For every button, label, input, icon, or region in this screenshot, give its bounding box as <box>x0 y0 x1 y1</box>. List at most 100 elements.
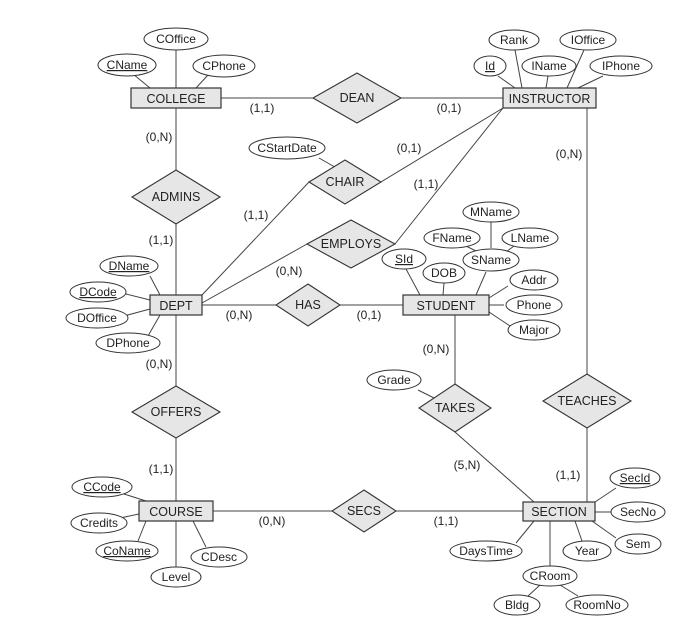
svg-text:DCode: DCode <box>79 285 117 299</box>
svg-text:RoomNo: RoomNo <box>573 598 621 612</box>
entity-instructor: INSTRUCTOR <box>502 87 597 109</box>
svg-text:Id: Id <box>485 59 495 73</box>
attribute-dphone: DPhone <box>95 332 161 354</box>
svg-text:DaysTime: DaysTime <box>459 544 513 558</box>
attribute-dob: DOB <box>422 262 466 284</box>
attribute-cname-key: CName <box>97 53 157 77</box>
edge-dept-dname <box>149 275 161 296</box>
edge-student-sname <box>475 271 487 296</box>
svg-text:Major: Major <box>519 323 549 337</box>
attribute-ccode-key: CCode <box>71 476 133 498</box>
entity-student: STUDENT <box>402 294 490 316</box>
attribute-sid-key: SId <box>381 248 427 270</box>
edge-college-cname <box>132 73 151 89</box>
entity-section: SECTION <box>522 501 596 522</box>
attribute-bldg: Bldg <box>493 594 541 616</box>
edge-croom-bldg <box>527 584 541 597</box>
svg-text:CCode: CCode <box>83 480 121 494</box>
cardinality-course-secs: (0,N) <box>259 514 286 528</box>
attribute-addr: Addr <box>509 269 559 291</box>
cardinality-instructor-teaches: (0,N) <box>556 147 583 161</box>
cardinality-student-has: (0,1) <box>357 308 382 322</box>
relationship-offers: OFFERS <box>130 385 222 439</box>
svg-text:DOB: DOB <box>431 266 457 280</box>
edge-dept-dphone <box>147 314 161 337</box>
attribute-cstartdate: CStartDate <box>248 136 326 160</box>
edge-chair-instructor <box>380 107 504 183</box>
relationship-employs-label: EMPLOYS <box>321 237 381 251</box>
relationship-has-label: HAS <box>295 298 321 312</box>
attribute-iphone: IPhone <box>589 55 653 77</box>
attribute-lname: LName <box>501 227 559 249</box>
entity-instructor-label: INSTRUCTOR <box>509 92 591 106</box>
relationship-admins: ADMINS <box>130 169 222 225</box>
svg-text:COffice: COffice <box>156 32 196 46</box>
edge-section-secid <box>594 487 617 503</box>
svg-text:IName: IName <box>531 59 567 73</box>
cardinality-instructor-employs: (1,1) <box>414 177 439 191</box>
svg-text:Grade: Grade <box>377 373 411 387</box>
svg-text:SId: SId <box>395 252 413 266</box>
relationship-has: HAS <box>274 283 342 327</box>
attribute-croom: CRoom <box>522 565 578 587</box>
attribute-secid-key: SecId <box>609 467 661 489</box>
edge-croom-roomno <box>559 584 579 597</box>
entity-dept-label: DEPT <box>159 299 193 313</box>
relationship-secs: SECS <box>330 489 398 533</box>
attribute-roomno: RoomNo <box>565 594 629 616</box>
cardinality-student-takes: (0,N) <box>423 342 450 356</box>
cardinality-course-offers: (1,1) <box>149 462 174 476</box>
svg-text:IPhone: IPhone <box>602 59 640 73</box>
edges <box>119 49 617 597</box>
attribute-credits: Credits <box>70 512 128 534</box>
attribute-ioffice: IOffice <box>559 29 617 51</box>
cardinality-section-secs: (1,1) <box>434 514 459 528</box>
attribute-major: Major <box>507 319 561 341</box>
svg-text:CName: CName <box>107 58 148 72</box>
cardinality-section-teaches: (1,1) <box>556 468 581 482</box>
relationship-offers-label: OFFERS <box>151 405 202 419</box>
edge-employs-instructor <box>394 107 504 245</box>
edge-instructor-iphone <box>577 75 604 89</box>
relationship-takes: TAKES <box>418 383 492 433</box>
edge-student-dob <box>442 282 445 296</box>
relationship-admins-label: ADMINS <box>152 190 201 204</box>
edge-course-ccode <box>123 493 147 502</box>
cardinality-labels: (1,1) (0,1) (0,N) (1,1) (0,1) (1,1) (1,1… <box>146 101 583 528</box>
svg-text:LName: LName <box>511 231 550 245</box>
edge-student-major <box>488 311 511 327</box>
edge-instructor-rank <box>514 49 523 89</box>
edge-section-year <box>574 520 583 542</box>
attribute-fname: FName <box>423 227 481 249</box>
edge-instructor-iname <box>545 75 549 89</box>
cardinality-college-admins: (0,N) <box>146 130 173 144</box>
entity-course-label: COURSE <box>149 505 202 519</box>
attribute-dcode-key: DCode <box>69 281 127 303</box>
attribute-sname: SName <box>462 248 520 272</box>
edge-course-coname <box>137 520 147 542</box>
relationship-dean-label: DEAN <box>340 91 375 105</box>
svg-text:Level: Level <box>162 570 191 584</box>
edge-instructor-ioffice <box>566 49 585 89</box>
svg-text:CRoom: CRoom <box>530 569 571 583</box>
edge-section-daystime <box>515 520 535 544</box>
cardinality-dept-admins: (1,1) <box>149 233 174 247</box>
relationship-teaches: TEACHES <box>541 373 633 429</box>
cardinality-college-dean: (1,1) <box>250 101 275 115</box>
cardinality-instructor-chair: (0,1) <box>397 141 422 155</box>
svg-text:Sem: Sem <box>626 537 651 551</box>
edge-takes-section <box>454 431 535 503</box>
edge-college-cphone <box>195 74 209 89</box>
svg-text:SecId: SecId <box>620 471 651 485</box>
entity-student-label: STUDENT <box>416 299 475 313</box>
edge-dept-doffice <box>123 308 151 317</box>
attribute-cphone: CPhone <box>192 54 256 78</box>
svg-text:DName: DName <box>109 259 150 273</box>
attribute-sem: Sem <box>614 533 662 555</box>
relationship-chair-label: CHAIR <box>326 175 365 189</box>
svg-text:DOffice: DOffice <box>77 311 117 325</box>
attribute-iname: IName <box>521 55 577 77</box>
svg-text:CStartDate: CStartDate <box>257 141 317 155</box>
edge-student-addr <box>488 285 509 299</box>
